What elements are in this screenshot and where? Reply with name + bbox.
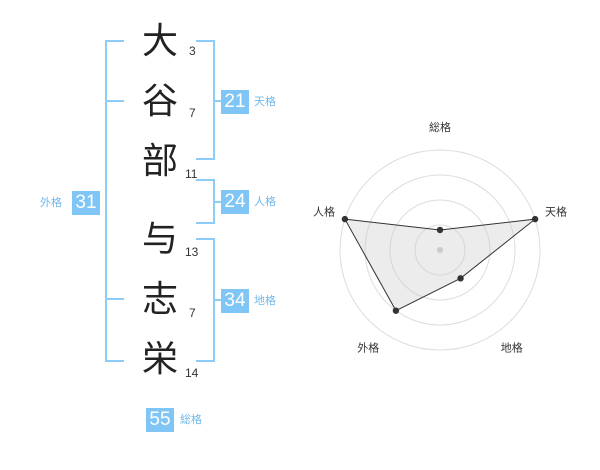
stroke-count-4: 13 <box>185 245 199 259</box>
radar-point-3 <box>392 307 400 314</box>
stroke-count-2: 7 <box>189 106 196 120</box>
radar-point-1 <box>531 215 539 223</box>
radar-points <box>341 215 539 314</box>
soukaku-label: 総格 <box>180 413 202 426</box>
radar-center-dot <box>437 247 443 253</box>
radar-point-0 <box>436 226 444 234</box>
name-char-1: 大 <box>141 21 178 62</box>
jinkaku-badge: 24 <box>221 190 249 214</box>
radar-ring-4 <box>339 149 541 351</box>
stroke-count-6: 14 <box>185 366 199 380</box>
stroke-count-5: 7 <box>189 306 196 320</box>
radar-axis-label-3: 外格 <box>357 341 379 355</box>
radar-axis-label-1: 天格 <box>545 204 567 218</box>
radar-point-4 <box>341 215 349 223</box>
stroke-count-3: 11 <box>185 167 198 181</box>
name-char-3: 部 <box>141 141 178 182</box>
name-char-2: 谷 <box>141 81 178 122</box>
tenkaku-badge: 21 <box>221 90 249 114</box>
stroke-count-1: 3 <box>189 44 196 58</box>
tenkaku-label: 天格 <box>254 95 276 108</box>
name-char-5: 志 <box>141 279 178 320</box>
radar-axis-label-2: 地格 <box>501 341 523 355</box>
chikaku-label: 地格 <box>254 294 276 307</box>
radar-axis-label-4: 人格 <box>313 204 335 218</box>
radar-grid <box>339 149 541 351</box>
radar-axis-label-0: 総格 <box>429 120 451 134</box>
radar-point-2 <box>457 275 464 282</box>
gaikaku-badge: 31 <box>72 191 100 215</box>
chikaku-badge: 34 <box>221 289 249 313</box>
soukaku-badge: 55 <box>146 408 174 432</box>
name-char-4: 与 <box>141 219 178 260</box>
radar-ring-3 <box>364 174 516 326</box>
radar-area <box>343 218 537 312</box>
radar-ring-2 <box>389 199 491 301</box>
name-char-6: 栄 <box>141 339 178 380</box>
gaikaku-label: 外格 <box>40 196 62 209</box>
jinkaku-label: 人格 <box>254 195 276 208</box>
radar-ring-1 <box>414 224 466 276</box>
